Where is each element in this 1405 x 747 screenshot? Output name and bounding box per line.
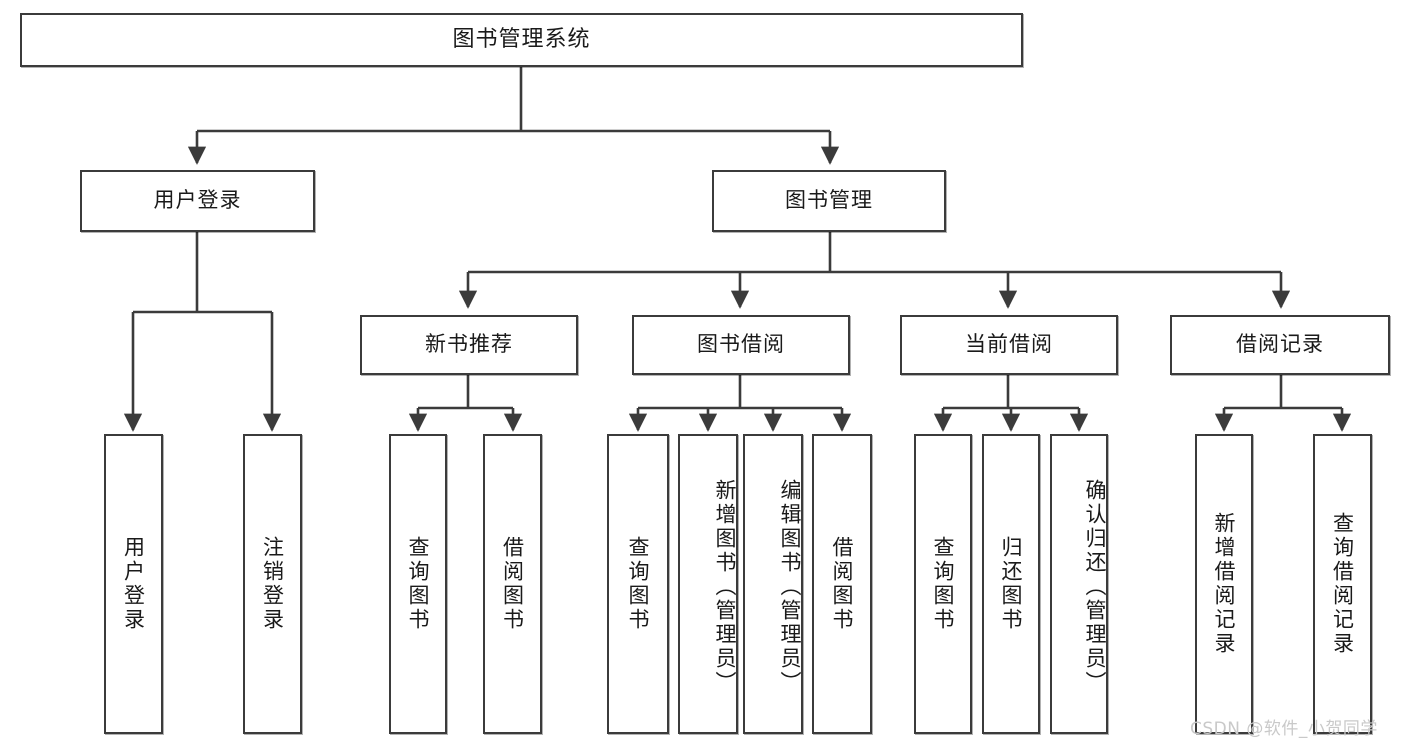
node-current-borrowing[interactable]: 当前借阅 xyxy=(900,315,1118,375)
node-label: 用户登录 xyxy=(121,536,146,632)
node-leaf-borrow-book-borrow[interactable]: 借阅图书 xyxy=(812,434,872,734)
node-label: 查询图书 xyxy=(626,536,651,632)
node-label: 图书管理 xyxy=(785,188,873,213)
node-leaf-query-borrow-record[interactable]: 查询借阅记录 xyxy=(1313,434,1372,734)
node-book-borrowing[interactable]: 图书借阅 xyxy=(632,315,850,375)
node-label: 当前借阅 xyxy=(965,332,1053,357)
node-new-book-recommendation[interactable]: 新书推荐 xyxy=(360,315,578,375)
node-label: 图书管理系统 xyxy=(452,26,591,52)
node-borrowing-records[interactable]: 借阅记录 xyxy=(1170,315,1390,375)
node-user-login[interactable]: 用户登录 xyxy=(80,170,315,232)
node-leaf-query-book-newbook[interactable]: 查询图书 xyxy=(389,434,447,734)
node-root-book-management-system[interactable]: 图书管理系统 xyxy=(20,13,1023,67)
node-label: 查询图书 xyxy=(406,536,431,632)
node-label: 新增借阅记录 xyxy=(1212,512,1237,656)
node-label: 编辑图书（管理员） xyxy=(778,479,802,695)
node-label: 新增图书（管理员） xyxy=(713,479,737,695)
csdn-watermark: CSDN @软件_小贺同学 xyxy=(1190,719,1378,739)
node-leaf-query-book-borrow[interactable]: 查询图书 xyxy=(607,434,669,734)
node-book-management[interactable]: 图书管理 xyxy=(712,170,946,232)
node-label: 查询借阅记录 xyxy=(1330,512,1355,656)
node-leaf-edit-book[interactable]: 编辑图书（管理员） xyxy=(743,434,803,734)
node-label: 确认归还（管理员） xyxy=(1083,479,1107,695)
node-leaf-add-borrow-record[interactable]: 新增借阅记录 xyxy=(1195,434,1253,734)
node-label: 用户登录 xyxy=(153,188,242,213)
node-leaf-return-book[interactable]: 归还图书 xyxy=(982,434,1040,734)
node-label: 归还图书 xyxy=(999,536,1024,632)
node-label: 借阅图书 xyxy=(500,536,525,632)
node-leaf-user-login[interactable]: 用户登录 xyxy=(104,434,163,734)
node-leaf-add-book[interactable]: 新增图书（管理员） xyxy=(678,434,738,734)
node-leaf-logout[interactable]: 注销登录 xyxy=(243,434,302,734)
node-leaf-confirm-return[interactable]: 确认归还（管理员） xyxy=(1050,434,1108,734)
node-leaf-borrow-book-newbook[interactable]: 借阅图书 xyxy=(483,434,542,734)
node-label: 图书借阅 xyxy=(697,332,785,357)
node-label: 注销登录 xyxy=(260,536,285,632)
node-label: 新书推荐 xyxy=(425,332,513,357)
node-label: 查询图书 xyxy=(931,536,956,632)
node-leaf-query-book-current[interactable]: 查询图书 xyxy=(914,434,972,734)
node-label: 借阅记录 xyxy=(1236,332,1324,357)
node-label: 借阅图书 xyxy=(830,536,855,632)
